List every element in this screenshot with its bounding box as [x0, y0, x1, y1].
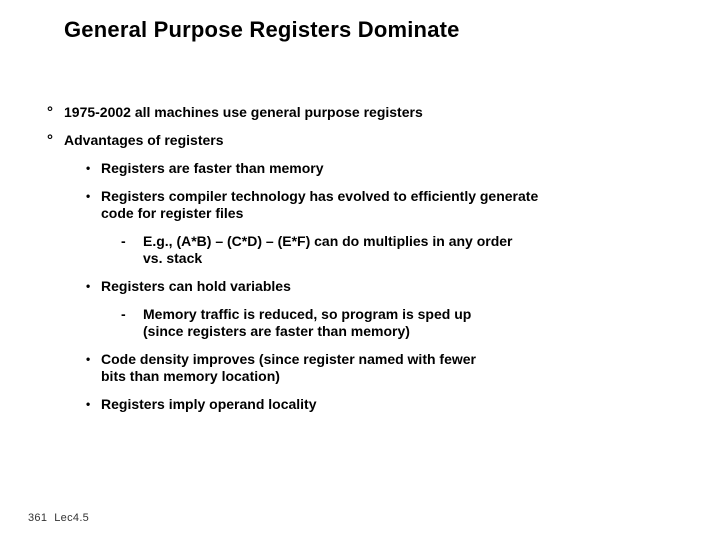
bullet-item: - E.g., (A*B) – (C*D) – (E*F) can do mul… — [0, 233, 712, 267]
bullet-text: 1975-2002 all machines use general purpo… — [64, 104, 423, 120]
dot-bullet-icon: • — [86, 279, 91, 293]
dot-bullet-icon: • — [86, 161, 91, 175]
dot-bullet-icon: • — [86, 352, 91, 366]
footer-course-number: 361 — [28, 512, 48, 524]
bullet-item: ° Advantages of registers — [0, 132, 712, 149]
dash-bullet-icon: - — [121, 233, 126, 249]
dash-bullet-icon: - — [121, 306, 126, 322]
bullet-item: • Registers compiler technology has evol… — [0, 188, 712, 222]
bullet-item: • Code density improves (since register … — [0, 351, 712, 385]
bullet-text: Registers are faster than memory — [101, 160, 324, 176]
degree-bullet-icon: ° — [47, 132, 53, 149]
bullet-text: Registers imply operand locality — [101, 396, 317, 412]
bullet-text: Registers can hold variables — [101, 278, 291, 294]
bullet-text: Memory traffic is reduced, so program is… — [143, 306, 472, 339]
bullet-item: - Memory traffic is reduced, so program … — [0, 306, 712, 340]
bullet-text: E.g., (A*B) – (C*D) – (E*F) can do multi… — [143, 233, 513, 266]
bullet-text: Code density improves (since register na… — [101, 351, 476, 384]
slide-title: General Purpose Registers Dominate — [64, 17, 460, 42]
bullet-item: • Registers can hold variables — [0, 278, 712, 295]
bullet-item: ° 1975-2002 all machines use general pur… — [0, 104, 712, 121]
bullet-text: Advantages of registers — [64, 132, 224, 148]
bullet-item: • Registers imply operand locality — [0, 396, 712, 413]
bullet-text: Registers compiler technology has evolve… — [101, 188, 539, 221]
footer-page-number: Lec4.5 — [54, 512, 90, 524]
bullet-list: ° 1975-2002 all machines use general pur… — [0, 104, 712, 424]
dot-bullet-icon: • — [86, 189, 91, 203]
bullet-item: • Registers are faster than memory — [0, 160, 712, 177]
degree-bullet-icon: ° — [47, 104, 53, 121]
slide-footer: 361 Lec4.5 — [28, 511, 89, 525]
dot-bullet-icon: • — [86, 397, 91, 411]
